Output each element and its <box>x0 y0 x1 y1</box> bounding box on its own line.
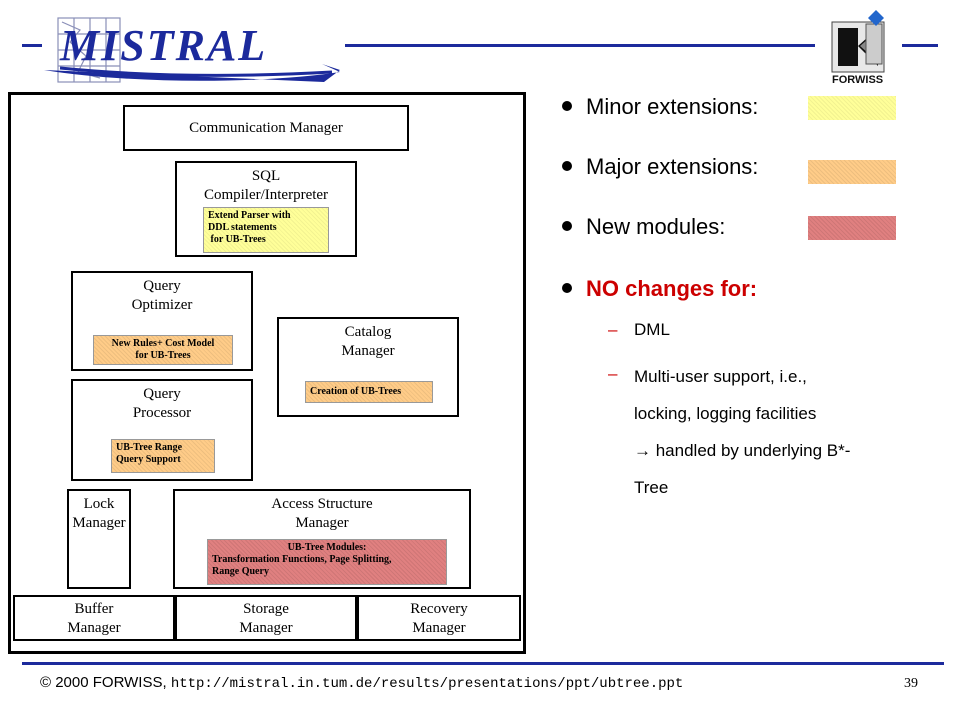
processor-note: UB-Tree Range Query Support <box>111 439 215 473</box>
storage-label: Storage <box>243 601 289 617</box>
bullet-dot <box>562 161 572 172</box>
sql-note: Extend Parser with DDL statements for UB… <box>203 207 329 253</box>
forwiss-logo-text: FORWISS <box>832 74 884 86</box>
footer-url[interactable]: http://mistral.in.tum.de/results/present… <box>170 676 684 692</box>
legend-minor: Minor extensions: <box>562 94 758 120</box>
legend-minor-label: Minor extensions: <box>586 94 759 119</box>
processor-query-label: Query <box>143 386 181 402</box>
access-note-line-3: Range Query <box>212 566 269 577</box>
legend-new-modules: New modules: <box>562 214 725 240</box>
catalog-note: Creation of UB-Trees <box>305 381 433 403</box>
footer-copyright: © 2000 FORWISS, <box>40 674 167 691</box>
forwiss-logo: FORWISS <box>828 8 896 90</box>
header-rule-right <box>902 44 938 47</box>
lock-label: Lock <box>83 496 115 512</box>
catalog-label: Catalog <box>344 324 392 340</box>
header-rule-left <box>22 44 42 47</box>
sql-note-line-1: Extend Parser with <box>208 210 291 221</box>
forwiss-logo-graphic <box>831 10 885 73</box>
multi-user-line-2: locking, logging facilities <box>634 404 817 423</box>
mistral-logo: MISTRAL <box>40 12 350 92</box>
bullet-dot <box>562 221 572 232</box>
dml-label: DML <box>634 320 670 339</box>
legend-minor-swatch <box>808 96 896 120</box>
query-processor-box: Query Processor <box>71 379 253 481</box>
sql-note-line-3: for UB-Trees <box>208 234 266 245</box>
communication-manager-box: Communication Manager <box>123 105 409 151</box>
access-note: UB-Tree Modules: Transformation Function… <box>207 539 447 585</box>
legend-major: Major extensions: <box>562 154 758 180</box>
catalog-manager-label: Manager <box>341 343 395 359</box>
header-rule-middle <box>345 44 815 47</box>
catalog-note-line-1: Creation of UB-Trees <box>310 386 402 397</box>
mistral-logo-text: MISTRAL <box>60 21 268 70</box>
sql-label: SQL <box>251 168 281 184</box>
buffer-manager-box: Buffer Manager <box>13 595 175 641</box>
bullet-dot <box>562 101 572 112</box>
footer: © 2000 FORWISS, http://mistral.in.tum.de… <box>40 674 683 692</box>
optimizer-note-line-1: New Rules+ Cost Model <box>111 338 215 349</box>
sql-note-line-2: DDL statements <box>208 222 277 233</box>
sql-compiler-label: Compiler/Interpreter <box>203 187 329 203</box>
legend-no-changes: NO changes for: <box>562 276 757 302</box>
recovery-manager-box: Recovery Manager <box>357 595 521 641</box>
legend-major-swatch <box>808 160 896 184</box>
multi-user-line-1: Multi-user support, i.e., <box>634 367 807 386</box>
bullet-dot <box>562 283 572 294</box>
multi-user-line-4: Tree <box>634 478 669 497</box>
storage-manager-label: Manager <box>239 620 293 636</box>
optimizer-note-line-2: for UB-Trees <box>135 350 191 361</box>
processor-note-line-1: UB-Tree Range <box>116 442 183 453</box>
page-number: 39 <box>904 676 918 691</box>
lock-manager-box: Lock Manager <box>67 489 131 589</box>
access-note-line-2: Transformation Functions, Page Splitting… <box>212 554 392 565</box>
storage-manager-box: Storage Manager <box>175 595 357 641</box>
recovery-manager-label: Manager <box>412 620 466 636</box>
optimizer-query-label: Query <box>143 278 181 294</box>
multi-user-line-3: → handled by underlying B*- <box>634 441 851 460</box>
buffer-label: Buffer <box>74 601 114 617</box>
optimizer-note: New Rules+ Cost Model for UB-Trees <box>93 335 233 365</box>
buffer-manager-label: Manager <box>67 620 121 636</box>
access-manager-label: Manager <box>295 515 349 531</box>
multi-user-text: Multi-user support, i.e., locking, loggi… <box>634 358 924 506</box>
mistral-logo-graphic <box>44 17 340 83</box>
architecture-diagram: Communication Manager SQL Compiler/Inter… <box>8 92 526 654</box>
multi-user-dash: – <box>608 364 618 383</box>
optimizer-label: Optimizer <box>131 297 193 313</box>
dml-dash: – <box>608 320 618 339</box>
legend-major-label: Major extensions: <box>586 154 759 179</box>
lock-manager-label: Manager <box>72 515 126 531</box>
communication-manager-label: Communication Manager <box>189 120 343 136</box>
processor-note-line-2: Query Support <box>116 454 181 465</box>
processor-label: Processor <box>132 405 192 421</box>
legend-new-modules-label: New modules: <box>586 214 726 239</box>
legend-new-modules-swatch <box>808 216 896 240</box>
access-note-line-1: UB-Tree Modules: <box>287 542 367 553</box>
access-structure-label: Access Structure <box>271 496 373 512</box>
recovery-label: Recovery <box>410 601 468 617</box>
footer-rule <box>22 662 944 665</box>
legend-no-changes-label: NO changes for: <box>586 276 758 301</box>
